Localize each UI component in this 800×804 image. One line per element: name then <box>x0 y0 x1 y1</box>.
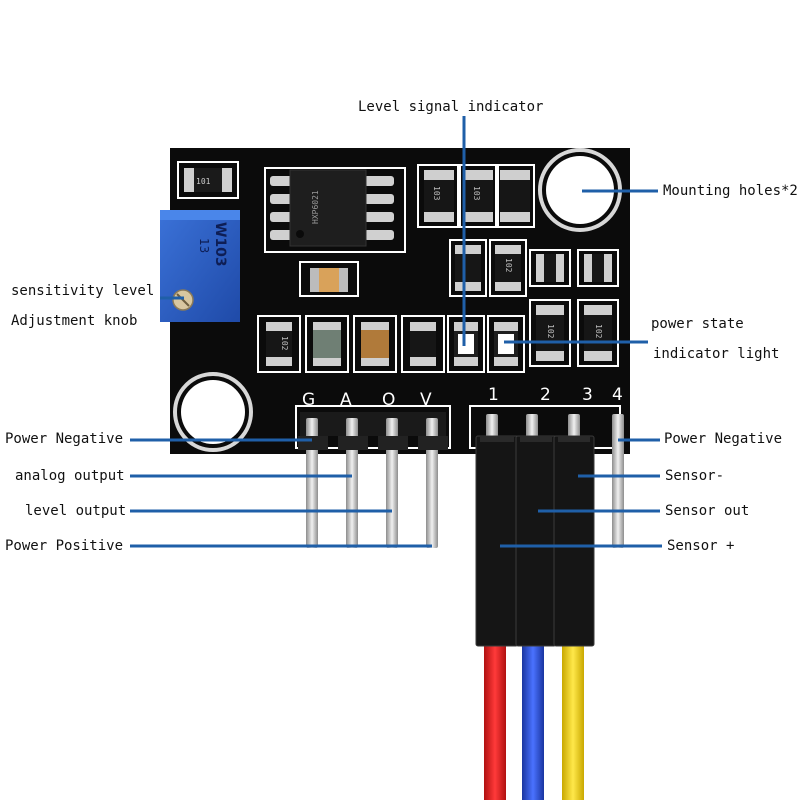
resistor-bottom-1: 102 <box>266 322 292 366</box>
chip-text: HXP6021 <box>311 190 320 224</box>
label-power-state: power state <box>651 316 744 332</box>
wire-blue <box>522 630 544 800</box>
label-analog-output: analog output <box>15 468 125 484</box>
resistor-code: 101 <box>196 177 211 186</box>
label-sensor-out: Sensor out <box>665 503 750 519</box>
pin-label-a: A <box>340 390 352 410</box>
wire-yellow <box>562 630 584 800</box>
left-header <box>298 412 448 548</box>
label-power-negative-right: Power Negative <box>664 431 783 447</box>
resistor-code: 103 <box>432 186 441 201</box>
resistor-cluster: 103 103 102 <box>424 170 612 361</box>
callout-lines <box>130 116 662 548</box>
pin-label-g: G <box>302 390 315 410</box>
resistor-code: 102 <box>280 336 289 351</box>
pin-label-2: 2 <box>540 385 551 405</box>
label-indicator-light: indicator light <box>653 346 780 362</box>
label-sensor-minus: Sensor- <box>665 468 725 484</box>
wire-red <box>484 630 506 800</box>
pin-label-o: O <box>382 390 395 410</box>
resistor-code: 103 <box>472 186 481 201</box>
mounting-hole-bottom-left <box>173 372 253 452</box>
label-mounting-holes: Mounting holes*2 <box>663 183 798 199</box>
label-power-positive: Power Positive <box>5 538 124 554</box>
label-sensor-plus: Sensor + <box>667 538 735 554</box>
power-state-led <box>494 322 518 366</box>
potentiometer: W103 13 <box>160 210 240 322</box>
ic-chip: HXP6021 <box>270 169 394 247</box>
wires <box>484 630 584 800</box>
capacitor-bottom-2 <box>361 322 389 366</box>
pin-label-v: V <box>420 390 432 410</box>
resistor-code: 102 <box>594 324 603 339</box>
pot-subtext: 13 <box>197 238 211 253</box>
level-signal-led <box>454 322 478 366</box>
pot-text: W103 <box>212 222 228 267</box>
pin-label-3: 3 <box>582 385 593 405</box>
smd-resistor-top-left: 101 <box>184 168 232 192</box>
pin-label-4: 4 <box>612 385 623 405</box>
pin-labels: G A O V 1 2 3 4 <box>302 385 623 410</box>
resistor-code: 102 <box>504 258 513 273</box>
pin-label-1: 1 <box>488 385 499 405</box>
resistor-code: 102 <box>546 324 555 339</box>
capacitor-top <box>310 268 348 292</box>
resistor-bottom-2 <box>410 322 436 366</box>
label-power-negative-left: Power Negative <box>5 431 124 447</box>
label-level-output: level output <box>25 503 127 519</box>
dupont-connectors <box>475 435 595 647</box>
capacitor-bottom-1 <box>313 322 341 366</box>
label-sensitivity-level: sensitivity level <box>11 283 155 299</box>
label-adjustment-knob: Adjustment knob <box>11 313 138 329</box>
label-level-signal-indicator: Level signal indicator <box>358 99 544 115</box>
